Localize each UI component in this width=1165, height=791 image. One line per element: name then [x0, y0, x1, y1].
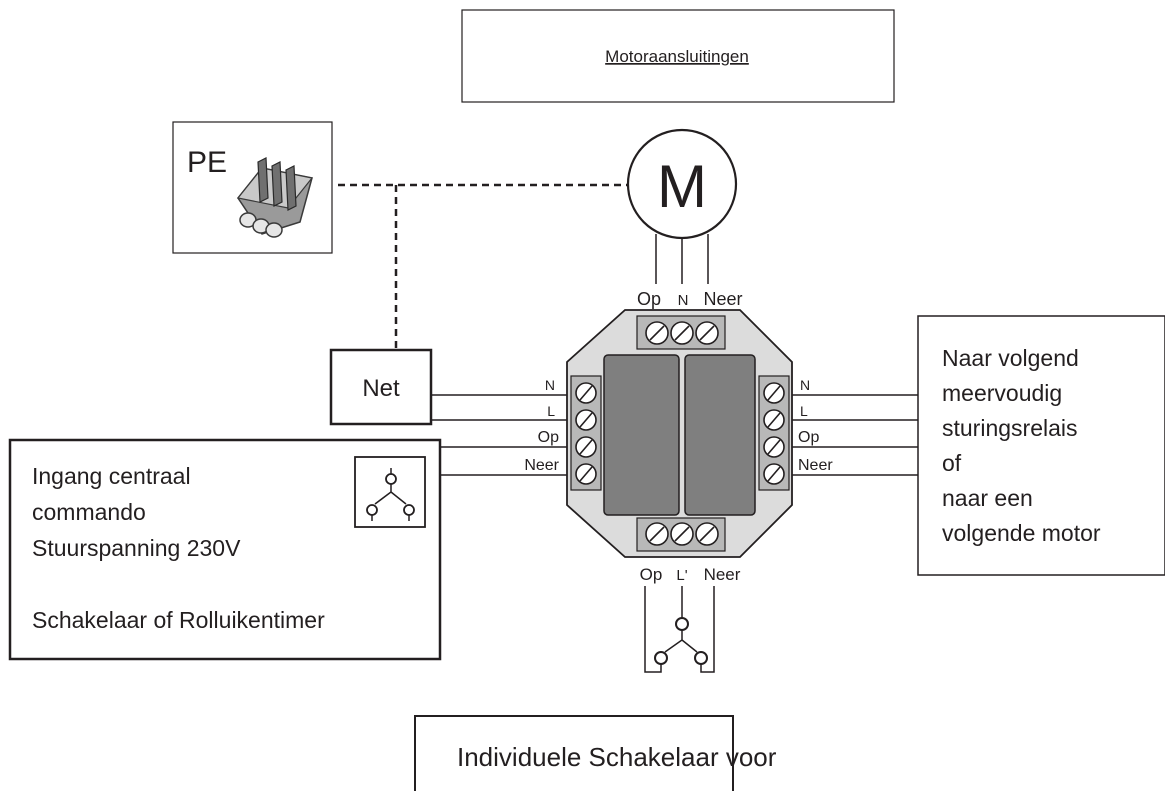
- motor-terminal-op: Op: [637, 289, 661, 309]
- bottom-terminal-op: Op: [640, 565, 663, 584]
- central-command-line-3: Stuurspanning 230V: [32, 535, 241, 561]
- next-relay-line-3: sturingsrelais: [942, 415, 1078, 441]
- next-relay-line-6: volgende motor: [942, 520, 1101, 546]
- central-command-line-1: Ingang centraal: [32, 463, 191, 489]
- right-terminal-neer: Neer: [798, 457, 833, 474]
- central-command-line-5: Schakelaar of Rolluikentimer: [32, 607, 325, 633]
- central-command-text: Ingang centraal commando Stuurspanning 2…: [32, 463, 325, 633]
- bottom-terminal-l: L': [676, 567, 687, 584]
- next-relay-line-4: of: [942, 450, 962, 476]
- central-command-box: [8, 438, 442, 661]
- right-terminal-op: Op: [798, 429, 819, 446]
- central-switch-icon: [354, 456, 426, 528]
- relay-left-screws: [575, 382, 597, 485]
- diagram-title: Motoraansluitingen: [605, 47, 749, 66]
- right-wires: [792, 394, 918, 476]
- next-relay-box: [917, 315, 1165, 576]
- next-relay-line-5: naar een: [942, 485, 1033, 511]
- relay-module: [566, 309, 793, 558]
- net-label: Net: [362, 375, 400, 402]
- next-relay-text: Naar volgend meervoudig sturingsrelais o…: [942, 345, 1101, 546]
- left-terminal-n: N: [545, 377, 555, 393]
- relay-bottom-screws: [645, 522, 719, 546]
- right-terminal-n: N: [800, 377, 810, 393]
- individual-switch-symbol: [644, 586, 715, 673]
- bottom-terminal-neer: Neer: [704, 565, 741, 584]
- motor-terminal-n: N: [678, 292, 689, 309]
- left-wires: [431, 394, 567, 476]
- individual-switch-text: Individuele Schakelaar voor: [457, 742, 777, 772]
- wago-connector-icon: [236, 157, 314, 238]
- motor-wires: [655, 234, 709, 284]
- title-box: [461, 9, 895, 103]
- next-relay-line-1: Naar volgend: [942, 345, 1079, 371]
- left-terminal-neer: Neer: [524, 457, 559, 474]
- net-box: [329, 348, 433, 426]
- left-terminal-op: Op: [538, 429, 559, 446]
- next-relay-line-2: meervoudig: [942, 380, 1062, 406]
- relay-right-screws: [763, 382, 785, 485]
- relay-top-screws: [645, 321, 719, 345]
- central-command-line-2: commando: [32, 499, 146, 525]
- motor-symbol: M: [657, 153, 707, 220]
- left-terminal-l: L: [547, 403, 555, 419]
- right-terminal-l: L: [800, 403, 808, 419]
- motor-terminal-neer: Neer: [703, 289, 742, 309]
- individual-switch-box: [414, 715, 734, 791]
- pe-label: PE: [187, 146, 227, 179]
